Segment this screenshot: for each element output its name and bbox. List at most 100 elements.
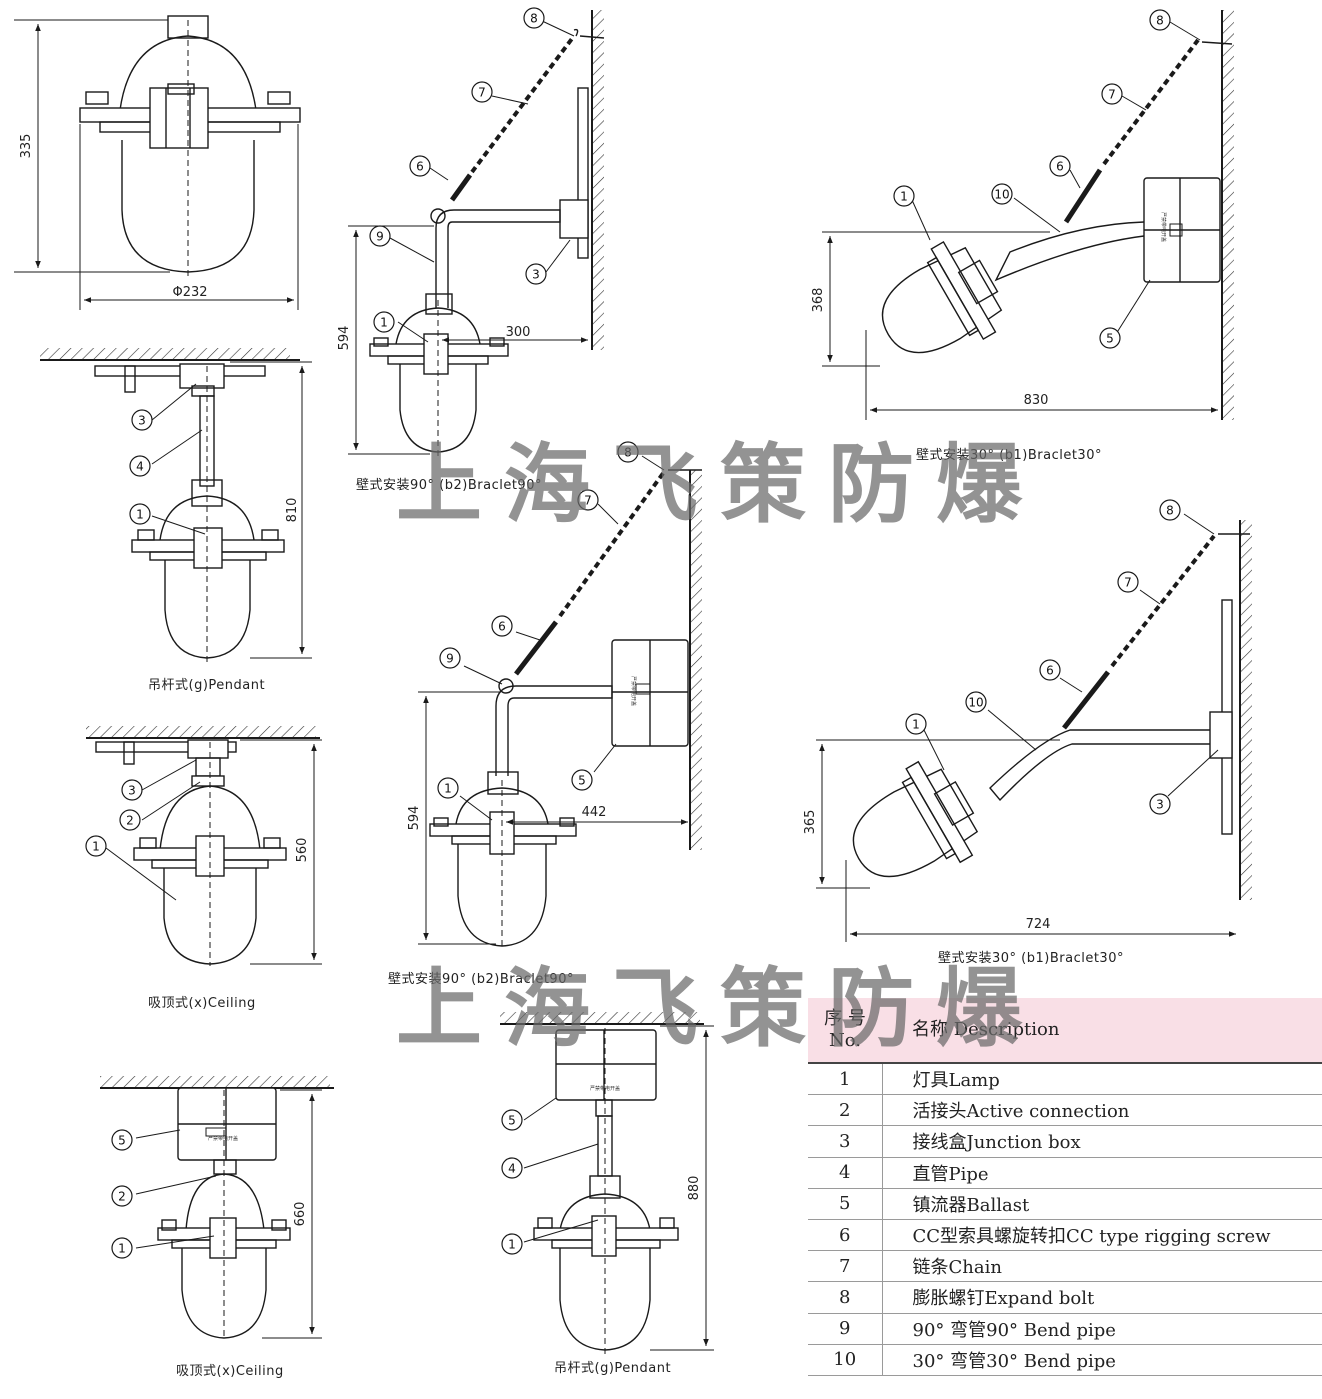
- pendant-1-drawing: [40, 348, 312, 665]
- top-lamp-drawing: [14, 15, 301, 310]
- callout-circle: [1159, 499, 1181, 521]
- callout-circle: [85, 835, 107, 857]
- callout-number: 6: [498, 620, 506, 634]
- caption-bracket30-2: 壁式安装30° (b1)Braclet30°: [938, 951, 1124, 966]
- callout-number: 7: [1124, 576, 1132, 590]
- dim-335: 335: [19, 134, 34, 159]
- callout-number: 7: [478, 86, 486, 100]
- caption-bracket90-1: 壁式安装90° (b2)Braclet90°: [356, 478, 542, 493]
- caption-ceiling-1: 吸顶式(x)Ceiling: [148, 996, 256, 1011]
- callout-number: 6: [1056, 160, 1064, 174]
- callout-circle: [471, 81, 493, 103]
- ceiling-2-drawing: [100, 1076, 334, 1340]
- dim-724: 724: [1026, 917, 1051, 932]
- callout-number: 3: [532, 268, 540, 282]
- callout-number: 6: [416, 160, 424, 174]
- part-description: 链条Chain: [882, 1250, 1322, 1283]
- box-label-3: 严禁带电开盖: [630, 676, 637, 706]
- callout-number: 1: [92, 840, 100, 854]
- dim-594-b: 594: [407, 806, 422, 831]
- callout-circle: [1039, 659, 1061, 681]
- ceiling-1-drawing: [86, 726, 322, 966]
- caption-bracket90-2: 壁式安装90° (b2)Braclet90°: [388, 972, 574, 987]
- bracket90-2-drawing: [418, 455, 702, 950]
- callout-circle: [119, 809, 141, 831]
- callout-circle: [437, 777, 459, 799]
- callout-number: 9: [376, 230, 384, 244]
- callout-circle: [373, 311, 395, 333]
- callout-circle: [525, 263, 547, 285]
- dim-880: 880: [687, 1176, 702, 1201]
- callout-circle: [131, 409, 153, 431]
- dim-300: 300: [506, 325, 531, 340]
- callout-number: 3: [128, 784, 136, 798]
- callout-number: 10: [968, 696, 983, 710]
- part-number: 6: [808, 1219, 883, 1252]
- callout-circle: [111, 1129, 133, 1151]
- callout-number: 5: [508, 1114, 516, 1128]
- box-label-2: 严禁带电开盖: [590, 1085, 620, 1092]
- part-description: 膨胀螺钉Expand bolt: [882, 1281, 1322, 1314]
- callout-number: 4: [136, 460, 144, 474]
- callout-circle: [129, 503, 151, 525]
- callout-circle: [617, 441, 639, 463]
- callout-number: 7: [584, 494, 592, 508]
- part-number: 8: [808, 1281, 883, 1314]
- dim-232: Φ232: [172, 285, 207, 300]
- dim-560: 560: [295, 838, 310, 863]
- part-number: 9: [808, 1313, 883, 1345]
- callout-number: 10: [994, 188, 1009, 202]
- callout-number: 6: [1046, 664, 1054, 678]
- callout-number: 1: [136, 508, 144, 522]
- caption-ceiling-2: 吸顶式(x)Ceiling: [176, 1364, 284, 1379]
- dim-368: 368: [811, 288, 826, 313]
- callout-number: 2: [118, 1190, 126, 1204]
- callout-circle: [501, 1109, 523, 1131]
- dim-810: 810: [285, 498, 300, 523]
- callout-circle: [571, 769, 593, 791]
- part-description: 活接头Active connection: [882, 1094, 1322, 1127]
- part-number: 10: [808, 1344, 883, 1376]
- dim-365: 365: [803, 810, 818, 835]
- callout-circle: [121, 779, 143, 801]
- callout-circle: [111, 1237, 133, 1259]
- bracket30-1-drawing: [822, 10, 1234, 420]
- callout-circle: [439, 647, 461, 669]
- header-description: 名称 Description: [882, 998, 1322, 1063]
- part-description: 30° 弯管30° Bend pipe: [882, 1344, 1322, 1376]
- callout-circle: [409, 155, 431, 177]
- callout-number: 1: [508, 1238, 516, 1252]
- watermark-1: 上海飞策防爆: [396, 434, 1044, 535]
- part-number: 1: [808, 1062, 883, 1096]
- part-number: 3: [808, 1125, 883, 1158]
- callout-circle: [1149, 793, 1171, 815]
- dim-830: 830: [1024, 393, 1049, 408]
- callout-number: 5: [1106, 332, 1114, 346]
- callout-circle: [991, 183, 1013, 205]
- callout-number: 9: [446, 652, 454, 666]
- callout-number: 8: [530, 12, 538, 26]
- callout-number: 5: [118, 1134, 126, 1148]
- caption-bracket30-1: 壁式安装30° (b1)Braclet30°: [916, 448, 1102, 463]
- part-description: 直管Pipe: [882, 1157, 1322, 1189]
- callout-number: 8: [1166, 504, 1174, 518]
- part-number: 2: [808, 1094, 883, 1127]
- callout-number: 4: [508, 1162, 516, 1176]
- callout-number: 1: [912, 718, 920, 732]
- part-description: CC型索具螺旋转扣CC type rigging screw: [882, 1219, 1322, 1252]
- callout-circle: [491, 615, 513, 637]
- part-description: 镇流器Ballast: [882, 1188, 1322, 1220]
- dim-660: 660: [293, 1202, 308, 1227]
- part-description: 90° 弯管90° Bend pipe: [882, 1313, 1322, 1345]
- callout-number: 3: [138, 414, 146, 428]
- dim-442: 442: [582, 805, 607, 820]
